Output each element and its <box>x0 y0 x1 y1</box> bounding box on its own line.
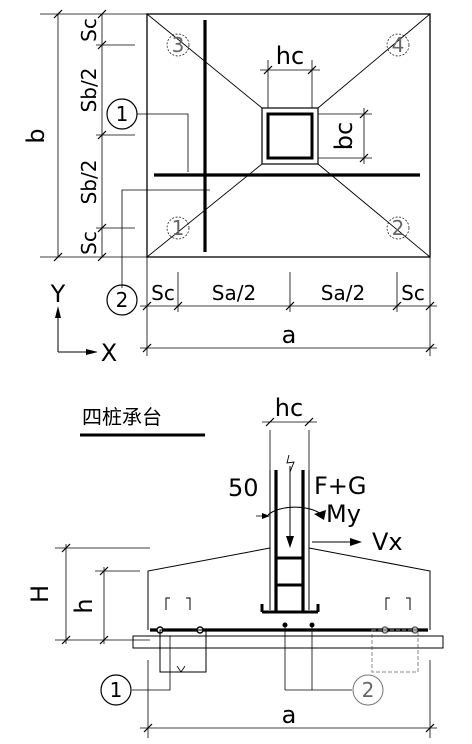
callout-circle <box>106 284 138 316</box>
break-mark <box>286 454 295 473</box>
pile-number-4: 4 <box>392 33 405 57</box>
pile-right <box>371 629 419 673</box>
section-view-labels: 四桩承台 hc 50 F+G My Vx H h a 1 2 <box>26 394 403 729</box>
label-sb-half-lower: Sb/2 <box>77 160 101 205</box>
label-sc-top: Sc <box>77 18 101 42</box>
section-view <box>55 417 444 738</box>
callout-number-2: 2 <box>116 288 129 312</box>
label-b: b <box>22 128 50 143</box>
callout-circle <box>352 674 384 706</box>
pile-left <box>159 629 207 673</box>
pile-circle <box>166 216 190 240</box>
label-h: h <box>70 598 98 613</box>
label-50: 50 <box>228 474 259 502</box>
callout-leader-2 <box>311 625 352 691</box>
column-outer <box>261 107 319 165</box>
label-a-plan: a <box>282 321 297 349</box>
label-sb-half-upper: Sb/2 <box>77 68 101 113</box>
callout-circle <box>106 98 138 130</box>
pile-circle <box>386 216 410 240</box>
plan-view-labels: hc bc b Sc Sb/2 Sb/2 Sc Sc Sa/2 Sa/2 Sc … <box>22 18 425 367</box>
label-axis-y: Y <box>50 280 66 308</box>
section-title: 四桩承台 <box>82 405 162 429</box>
pile-number-1: 1 <box>172 216 185 240</box>
label-sc-left: Sc <box>151 281 175 305</box>
callout-leader-1 <box>132 636 171 691</box>
label-hc-plan: hc <box>276 42 304 70</box>
callout-number-1: 1 <box>116 102 129 126</box>
axis-x-arrow <box>86 349 98 355</box>
pile-circle <box>386 33 410 57</box>
column-inner <box>266 112 314 160</box>
diagonal-line <box>317 163 431 258</box>
label-vx: Vx <box>372 528 403 556</box>
label-my: My <box>326 500 361 528</box>
cap-section-outline <box>147 547 271 630</box>
label-sc-bottom: Sc <box>77 231 101 255</box>
pile-circle <box>166 33 190 57</box>
callout-number-2: 2 <box>362 678 375 702</box>
label-sa-half-right: Sa/2 <box>321 281 365 305</box>
callout-circle <box>100 674 132 706</box>
cap-outline <box>146 13 431 258</box>
callout-number-1: 1 <box>110 678 123 702</box>
label-hc-section: hc <box>275 394 303 422</box>
diagonal-line <box>317 13 431 109</box>
cap-section-outline <box>308 547 431 630</box>
label-axis-x: X <box>101 339 117 367</box>
callout-leader-1 <box>137 113 189 172</box>
label-f-plus-g: F+G <box>314 472 367 500</box>
callout-leader-2 <box>121 189 210 288</box>
axis-y-arrow <box>55 306 61 318</box>
pile-number-3: 3 <box>172 33 185 57</box>
label-bc-plan: bc <box>330 122 358 150</box>
label-a-section: a <box>282 701 297 729</box>
moment-my-arrow <box>267 506 323 516</box>
label-H: H <box>26 585 54 603</box>
label-sa-half-left: Sa/2 <box>212 281 256 305</box>
pile-number-2: 2 <box>392 216 405 240</box>
label-sc-right: Sc <box>401 281 425 305</box>
plan-view <box>40 9 437 356</box>
cushion-layer <box>132 635 444 649</box>
